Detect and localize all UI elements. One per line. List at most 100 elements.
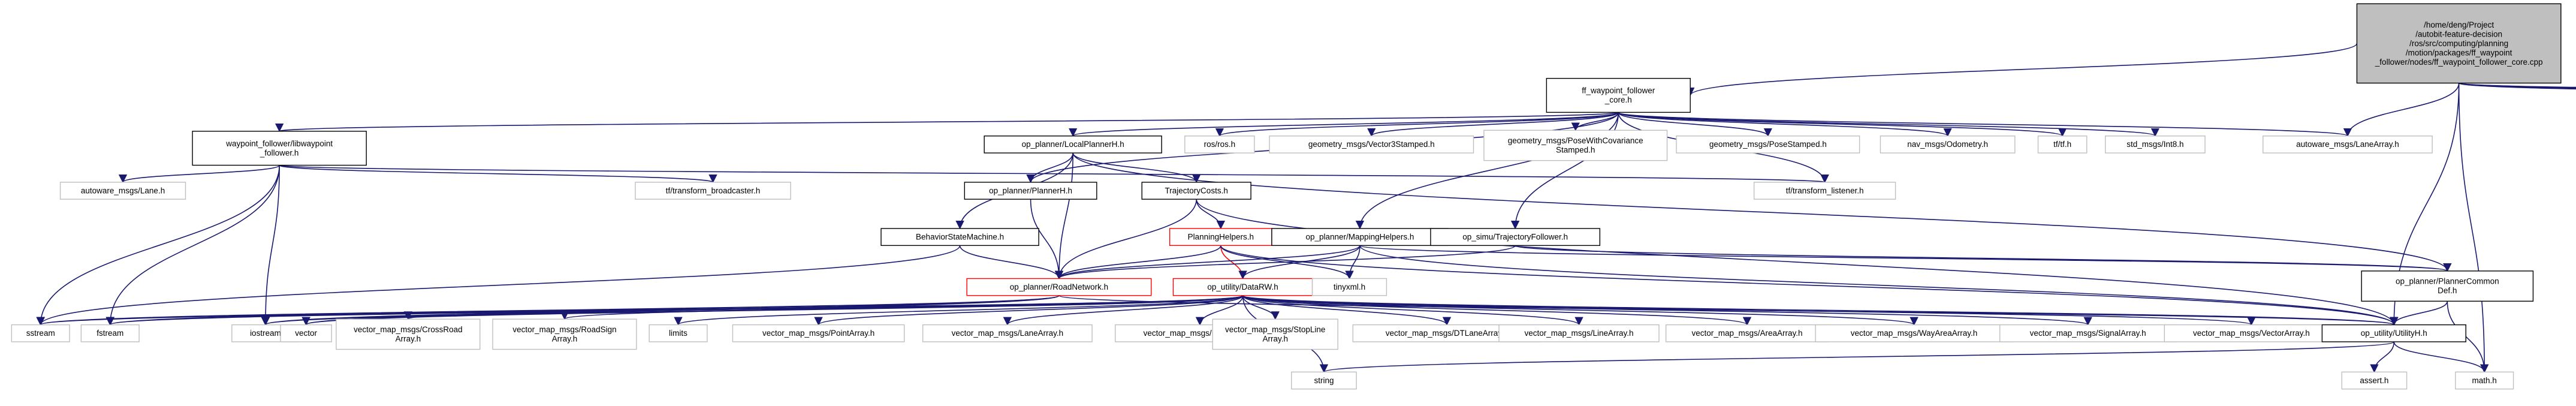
node-lane-array[interactable]: autoware_msgs/LaneArray.h: [2263, 136, 2433, 154]
node-road-network[interactable]: op_planner/RoadNetwork.h: [966, 278, 1152, 296]
edge-data_rw-to-dt_lane: [1242, 295, 1452, 326]
node-traj-follower[interactable]: op_simu/TrajectoryFollower.h: [1430, 228, 1601, 246]
node-plannerh[interactable]: op_planner/PlannerH.h: [964, 182, 1097, 200]
node-int8[interactable]: std_msgs/Int8.h: [2104, 136, 2206, 154]
node-label-line: Stamped.h: [1556, 146, 1595, 155]
node-label-line: _follower.h: [260, 148, 299, 157]
node-tinyxml[interactable]: tinyxml.h: [1311, 278, 1387, 296]
node-pose-cov[interactable]: geometry_msgs/PoseWithCovarianceStamped.…: [1483, 130, 1668, 161]
edge-data_rw-to-signal_array: [1242, 295, 2092, 326]
node-listener[interactable]: tf/transform_listener.h: [1753, 182, 1896, 200]
node-planning-helpers[interactable]: PlanningHelpers.h: [1169, 228, 1272, 246]
node-behavior[interactable]: BehaviorStateMachine.h: [880, 228, 1039, 246]
node-box: [1676, 136, 1860, 154]
node-lane-array-vm[interactable]: vector_map_msgs/LaneArray.h: [922, 324, 1093, 342]
edge-utility_h-to-math_h: [2393, 341, 2489, 373]
node-label-line: vector_map_msgs/PointArray.h: [762, 329, 874, 338]
node-label-line: vector_map_msgs/LineArray.h: [1524, 329, 1633, 338]
edge-mapping_helpers-to-data_rw: [1238, 245, 1361, 279]
edge-mapping_helpers-to-road_network: [1055, 245, 1361, 279]
edge-road_network-to-fstream: [106, 295, 1060, 326]
edge-mapping_helpers-to-tinyxml: [1345, 245, 1361, 279]
node-box: [1184, 136, 1255, 154]
node-assert-h[interactable]: assert.h: [2341, 371, 2408, 390]
node-label-line: Array.h: [1262, 334, 1288, 343]
edge-data_rw-to-lane_array_vm: [1003, 295, 1244, 326]
node-ros-h[interactable]: ros/ros.h: [1184, 136, 1255, 154]
edge-behavior-to-road_network: [959, 245, 1064, 279]
node-way-area[interactable]: vector_map_msgs/WayAreaArray.h: [1815, 324, 2013, 342]
node-label-line: waypoint_follower/libwaypoint: [225, 139, 333, 148]
edge-planning_helpers-to-data_rw: [1220, 245, 1247, 279]
node-label-line: tf/transform_listener.h: [1786, 186, 1864, 195]
edge-data_rw-to-node_array: [1195, 295, 1244, 326]
node-lp-h[interactable]: op_planner/LocalPlannerH.h: [984, 136, 1162, 154]
node-label-line: op_simu/TrajectoryFollower.h: [1462, 233, 1568, 242]
edge-data_rw-to-line_array: [1242, 295, 1583, 326]
node-label-line: op_planner/LocalPlannerH.h: [1022, 140, 1124, 149]
edge-core_h-to-lp_h: [1069, 112, 1619, 137]
edge-traj_costs-to-planning_helpers: [1196, 199, 1225, 230]
node-box: [1172, 278, 1313, 296]
node-box: [2356, 3, 2562, 84]
node-label-line: iostream: [250, 329, 281, 338]
edge-data_rw-to-road_sign: [560, 295, 1244, 320]
edge-core_h-to-ros_h: [1215, 112, 1619, 137]
node-limits[interactable]: limits: [648, 324, 708, 342]
node-label-line: op_planner/RoadNetwork.h: [1010, 282, 1108, 291]
node-area-array[interactable]: vector_map_msgs/AreaArray.h: [1665, 324, 1829, 342]
node-wf-h[interactable]: waypoint_follower/libwaypoint_follower.h: [192, 131, 367, 166]
node-box: [2341, 371, 2408, 390]
node-box: [2263, 136, 2433, 154]
edge-core_h-to-wf_h: [276, 112, 1619, 133]
node-string[interactable]: string: [1291, 371, 1357, 390]
node-vec3[interactable]: geometry_msgs/Vector3Stamped.h: [1269, 136, 1474, 154]
node-tf-h[interactable]: tf/tf.h: [2037, 136, 2088, 154]
node-box: [1212, 318, 1338, 350]
edge-core_h-to-lane_array: [1618, 112, 2352, 137]
node-label-line: /motion/packages/ff_waypoint: [2406, 48, 2512, 57]
node-fstream[interactable]: fstream: [80, 324, 140, 342]
node-label-line: tf/tf.h: [2053, 140, 2071, 149]
node-line-array[interactable]: vector_map_msgs/LineArray.h: [1498, 324, 1660, 342]
node-odom[interactable]: nav_msgs/Odometry.h: [1880, 136, 2016, 154]
include-nodes: /home/deng/Project/autobit-feature-decis…: [11, 3, 2562, 390]
node-lane-h[interactable]: autoware_msgs/Lane.h: [59, 182, 186, 200]
node-signal-array[interactable]: vector_map_msgs/SignalArray.h: [1999, 324, 2177, 342]
node-point-array[interactable]: vector_map_msgs/PointArray.h: [732, 324, 905, 342]
edge-wf_h-to-iostream: [261, 165, 280, 326]
edge-data_rw-to-stop_line: [1242, 295, 1280, 320]
node-label-line: vector_map_msgs/SignalArray.h: [2030, 329, 2146, 338]
node-label-line: vector_map_msgs/CrossRoad: [354, 325, 463, 334]
node-data-rw[interactable]: op_utility/DataRW.h: [1172, 278, 1313, 296]
node-vector-array[interactable]: vector_map_msgs/VectorArray.h: [2164, 324, 2339, 342]
node-label-line: limits: [669, 329, 687, 338]
edge-lp_h-to-traj_costs: [1072, 152, 1201, 184]
include-edges: [36, 43, 2576, 373]
node-mapping-helpers[interactable]: op_planner/MappingHelpers.h: [1271, 228, 1449, 246]
node-sstream[interactable]: sstream: [11, 324, 70, 342]
node-box: [2104, 136, 2206, 154]
node-root[interactable]: /home/deng/Project/autobit-feature-decis…: [2356, 3, 2562, 84]
node-pose-st[interactable]: geometry_msgs/PoseStamped.h: [1676, 136, 1860, 154]
node-math-h[interactable]: math.h: [2455, 371, 2514, 390]
edge-lp_h-to-common_def: [1072, 152, 2452, 272]
node-box: [922, 324, 1093, 342]
edge-root-to-lane_array: [2343, 83, 2460, 137]
node-core-h[interactable]: ff_waypoint_follower_core.h: [1546, 77, 1691, 113]
node-broadcaster[interactable]: tf/transform_broadcaster.h: [635, 182, 791, 200]
node-traj-costs[interactable]: TrajectoryCosts.h: [1141, 182, 1251, 200]
node-label-line: tinyxml.h: [1334, 282, 1365, 291]
node-box: [280, 324, 332, 342]
node-utility-h[interactable]: op_utility/UtilityH.h: [2321, 324, 2466, 342]
node-box: [1665, 324, 1829, 342]
edge-wf_h-to-fstream: [105, 165, 280, 326]
node-label-line: ff_waypoint_follower: [1582, 86, 1655, 95]
node-vector[interactable]: vector: [280, 324, 332, 342]
edge-planning_helpers-to-utility_h: [1220, 245, 2399, 326]
